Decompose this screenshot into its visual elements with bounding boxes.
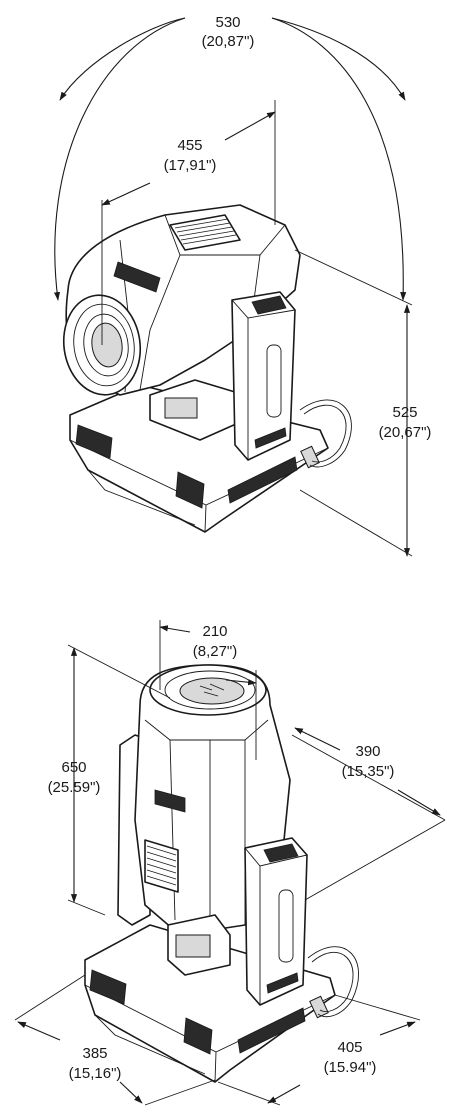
dim-650-inch: (25.59") [48,779,101,796]
dim-385-inch: (15,16") [69,1065,122,1082]
dim-385-mm: 385 [82,1045,107,1062]
dim-455: 455 (17,91") [101,100,276,345]
fixture-bottom-view [84,664,359,1083]
head-top-vent [169,214,241,251]
dim-390-inch: (15,35") [342,763,395,780]
dim-405-mm: 405 [337,1039,362,1056]
yoke-arm-right-2 [244,837,308,1006]
dim-405: 405 (15.94") [217,994,421,1106]
dim-455-inch: (17,91") [164,157,217,174]
head-side-vent [144,839,179,893]
dim-525: 525 (20,67") [294,249,432,557]
base-front-panel [227,445,320,504]
dim-210: 210 (8,27") [159,620,257,760]
base-vent-left [75,424,205,509]
head-top-lens [149,664,267,716]
head-logo-plate-2 [154,789,186,813]
dim-530-inch: (20,87") [202,33,255,50]
yoke-arm-right [231,291,296,461]
dim-455-mm: 455 [177,137,202,154]
dim-390-mm: 390 [355,743,380,760]
dim-525-mm: 525 [392,404,417,421]
dim-210-mm: 210 [202,623,227,640]
dim-385: 385 (15,16") [14,974,216,1106]
dim-650: 650 (25.59") [48,644,171,916]
base-front-panel-2 [237,1007,306,1054]
dim-525-inch: (20,67") [379,424,432,441]
dim-390: 390 (15,35") [291,727,446,901]
dim-405-inch: (15.94") [324,1059,377,1076]
dim-650-mm: 650 [61,759,86,776]
dim-530: 530 (20,87") [53,14,407,301]
fixture-top-view [62,204,352,533]
dim-210-inch: (8,27") [193,643,238,660]
head-logo-plate [113,261,161,293]
dim-530-mm: 530 [215,14,240,31]
